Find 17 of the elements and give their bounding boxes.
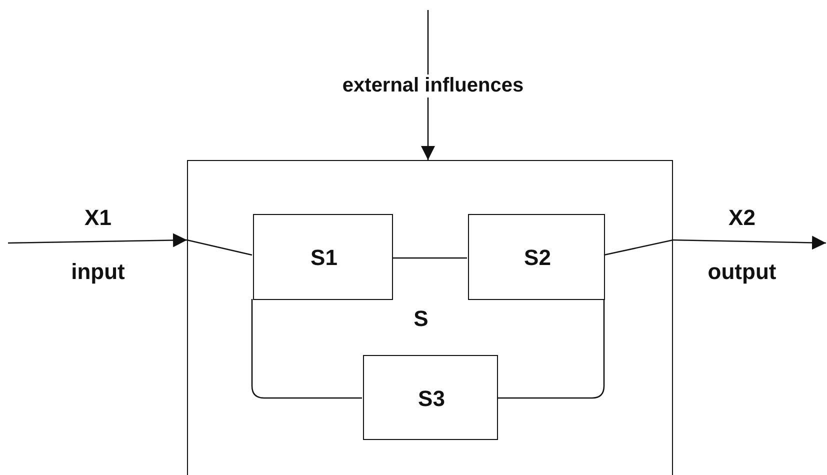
connector-line bbox=[497, 299, 605, 399]
box-label: S bbox=[414, 306, 428, 332]
connector-line bbox=[604, 239, 674, 256]
subsystem-box bbox=[253, 214, 393, 300]
subsystem-box bbox=[468, 214, 605, 300]
connector-line bbox=[251, 299, 362, 399]
connector-line bbox=[186, 239, 252, 256]
box-label: S2 bbox=[524, 245, 551, 271]
arrow bbox=[8, 233, 188, 248]
box-label: S1 bbox=[310, 245, 338, 271]
connector-line bbox=[392, 257, 467, 259]
system-box bbox=[187, 160, 673, 475]
signal-label: output bbox=[708, 259, 776, 285]
subsystem-box bbox=[363, 355, 498, 440]
signal-label: input bbox=[71, 259, 125, 285]
arrow bbox=[672, 236, 826, 250]
box-label: S3 bbox=[418, 386, 445, 412]
